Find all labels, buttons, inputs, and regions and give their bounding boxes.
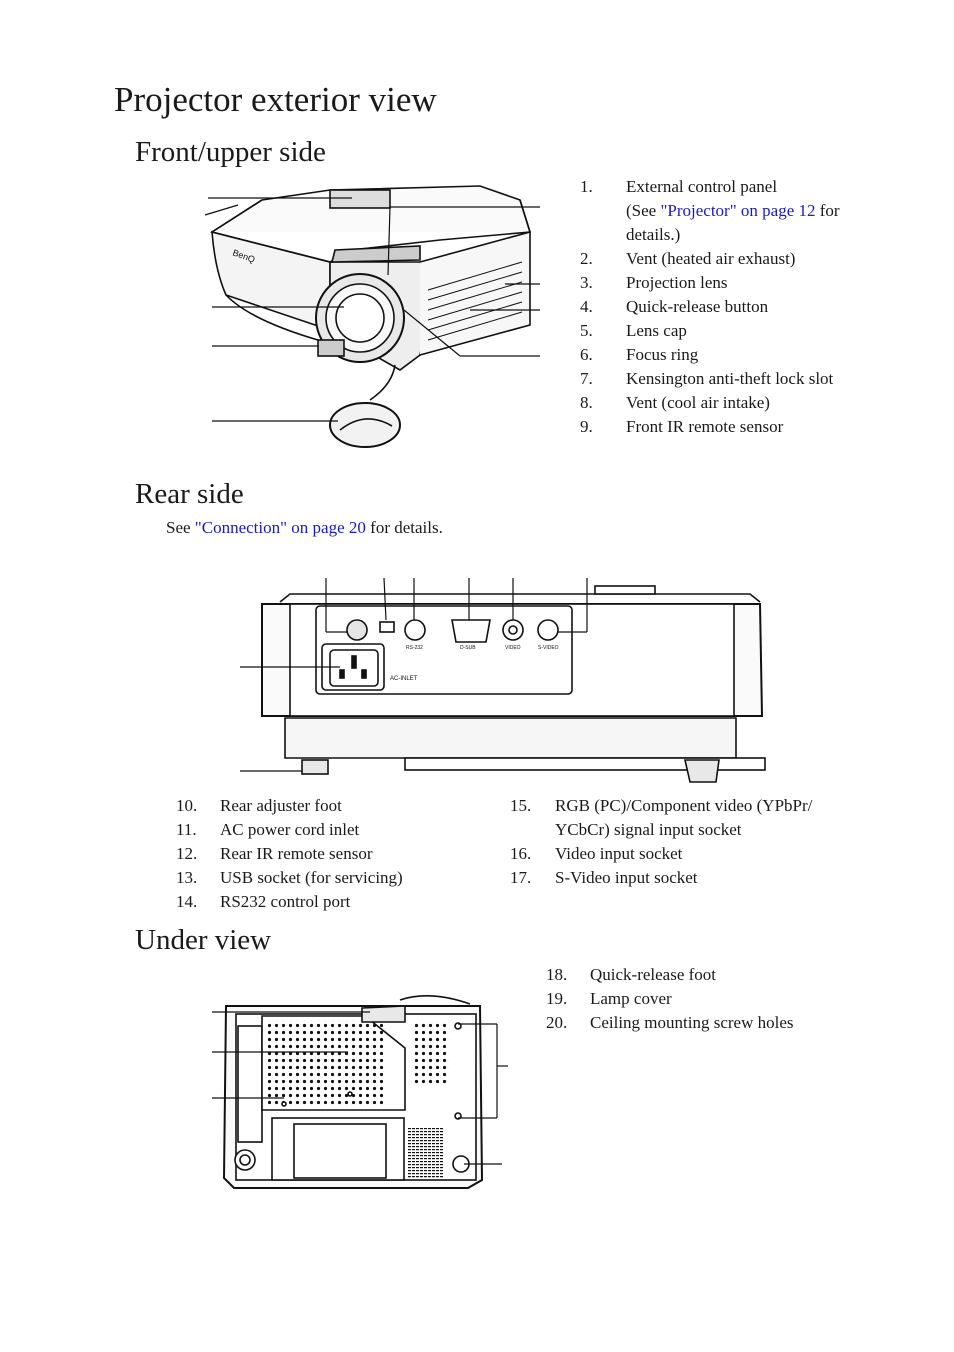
video-label: VIDEO bbox=[505, 645, 521, 651]
rear-heading: Rear side bbox=[135, 478, 244, 510]
item-text: Quick-release foot bbox=[590, 965, 717, 984]
under-heading: Under view bbox=[135, 924, 272, 956]
list-item: 4. Quick-release button bbox=[580, 295, 900, 319]
see-pre: See bbox=[166, 518, 195, 537]
front-parts-list: 1. External control panel (See "Projector"… bbox=[580, 175, 900, 439]
item-text: Vent (cool air intake) bbox=[626, 393, 770, 412]
item-text: RS232 control port bbox=[220, 892, 351, 911]
list-item: 2. Vent (heated air exhaust) bbox=[580, 247, 900, 271]
item-text: AC power cord inlet bbox=[220, 820, 360, 839]
item-number: 20. bbox=[546, 1013, 568, 1032]
list-item: 8. Vent (cool air intake) bbox=[580, 391, 900, 415]
item-text-cont: YCbCr) signal input socket bbox=[555, 820, 742, 839]
page-title: Projector exterior view bbox=[114, 80, 437, 119]
list-item: 5. Lens cap bbox=[580, 319, 900, 343]
item-text: S-Video input socket bbox=[555, 868, 698, 887]
see-post: for details. bbox=[365, 518, 443, 537]
item-number: 12. bbox=[176, 844, 198, 863]
item-number: 8. bbox=[580, 393, 593, 412]
list-item: 9. Front IR remote sensor bbox=[580, 415, 900, 439]
list-item: 15. RGB (PC)/Component video (YPbPr/YCbCr… bbox=[510, 794, 870, 842]
dsub-label: D-SUB bbox=[460, 645, 476, 651]
item-number: 6. bbox=[580, 345, 593, 364]
item-number: 5. bbox=[580, 321, 593, 340]
item-note-cont: details.) bbox=[626, 225, 681, 244]
projector-page-link[interactable]: "Projector" on page 12 bbox=[660, 201, 816, 220]
list-item: 18. Quick-release foot bbox=[546, 963, 866, 987]
connection-page-link[interactable]: "Connection" on page 20 bbox=[194, 518, 366, 537]
rear-see-note: See "Connection" on page 20 for details. bbox=[166, 518, 443, 538]
list-item: 10. Rear adjuster foot bbox=[176, 794, 496, 818]
item-number: 18. bbox=[546, 965, 568, 984]
item-number: 17. bbox=[510, 868, 532, 887]
item-text: Quick-release button bbox=[626, 297, 769, 316]
item-text: Lamp cover bbox=[590, 989, 672, 1008]
item-number: 15. bbox=[510, 796, 532, 815]
item-number: 3. bbox=[580, 273, 593, 292]
item-text: Rear IR remote sensor bbox=[220, 844, 373, 863]
item-text: Video input socket bbox=[555, 844, 683, 863]
list-item: 17. S-Video input socket bbox=[510, 866, 870, 890]
svideo-label: S-VIDEO bbox=[538, 645, 559, 651]
list-item: 6. Focus ring bbox=[580, 343, 900, 367]
item-number: 4. bbox=[580, 297, 593, 316]
item-number: 16. bbox=[510, 844, 532, 863]
item-text: Ceiling mounting screw holes bbox=[590, 1013, 794, 1032]
item-number: 13. bbox=[176, 868, 198, 887]
item-number: 9. bbox=[580, 417, 593, 436]
item-text: External control panel bbox=[626, 177, 778, 196]
list-item: 20. Ceiling mounting screw holes bbox=[546, 1011, 866, 1035]
item-number: 7. bbox=[580, 369, 593, 388]
list-item: 14. RS232 control port bbox=[176, 890, 496, 914]
item-text: USB socket (for servicing) bbox=[220, 868, 403, 887]
item-text: Focus ring bbox=[626, 345, 699, 364]
rear-parts-list-right: 15. RGB (PC)/Component video (YPbPr/YCbCr… bbox=[510, 794, 870, 890]
item-text: Projection lens bbox=[626, 273, 728, 292]
under-parts-list: 18. Quick-release foot 19. Lamp cover 20. C… bbox=[546, 963, 866, 1035]
acinlet-label: AC-INLET bbox=[390, 676, 418, 682]
list-item: 1. External control panel (See "Projector"… bbox=[580, 175, 900, 247]
item-number: 2. bbox=[580, 249, 593, 268]
item-text: RGB (PC)/Component video (YPbPr/ bbox=[555, 796, 813, 815]
item-number: 1. bbox=[580, 177, 593, 196]
list-item: 7. Kensington anti-theft lock slot bbox=[580, 367, 900, 391]
list-item: 19. Lamp cover bbox=[546, 987, 866, 1011]
item-number: 19. bbox=[546, 989, 568, 1008]
list-item: 3. Projection lens bbox=[580, 271, 900, 295]
front-heading: Front/upper side bbox=[135, 136, 326, 168]
item-number: 10. bbox=[176, 796, 198, 815]
rear-parts-list-left: 10. Rear adjuster foot 11. AC power cord i… bbox=[176, 794, 496, 914]
item-note-pre: (See bbox=[626, 201, 661, 220]
item-number: 11. bbox=[176, 820, 197, 839]
item-text: Vent (heated air exhaust) bbox=[626, 249, 796, 268]
item-text: Lens cap bbox=[626, 321, 687, 340]
item-number: 14. bbox=[176, 892, 198, 911]
item-text: Rear adjuster foot bbox=[220, 796, 342, 815]
item-text: Front IR remote sensor bbox=[626, 417, 784, 436]
item-note-post: for bbox=[815, 201, 840, 220]
list-item: 13. USB socket (for servicing) bbox=[176, 866, 496, 890]
list-item: 11. AC power cord inlet bbox=[176, 818, 496, 842]
list-item: 12. Rear IR remote sensor bbox=[176, 842, 496, 866]
list-item: 16. Video input socket bbox=[510, 842, 870, 866]
item-text: Kensington anti-theft lock slot bbox=[626, 369, 834, 388]
rs232-label: RS-232 bbox=[406, 645, 423, 651]
